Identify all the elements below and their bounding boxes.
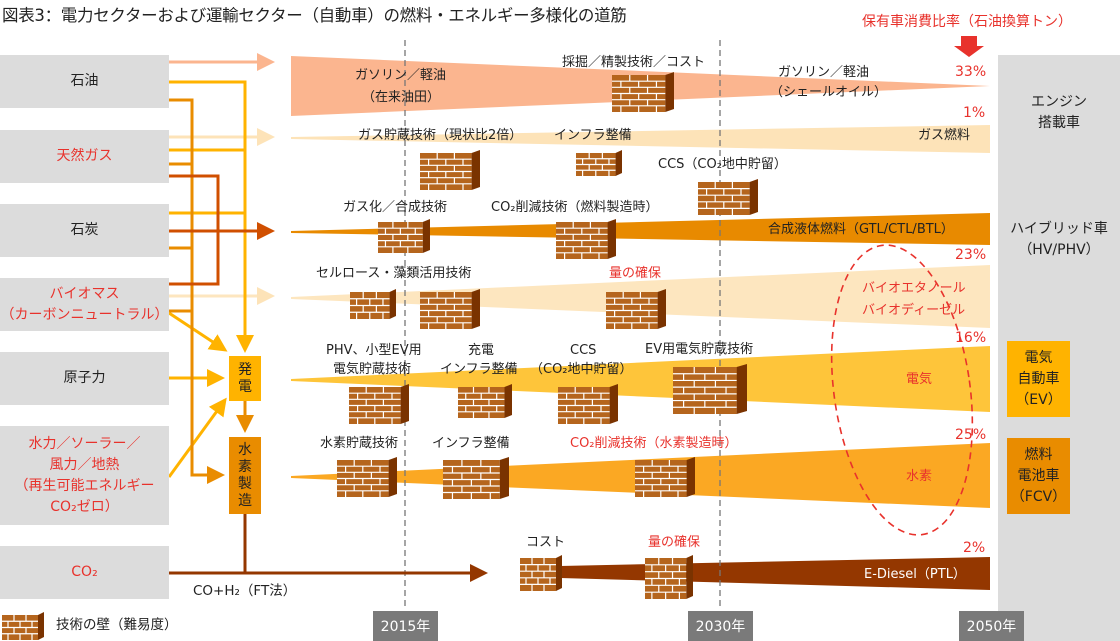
label-ccs-2a: CCS bbox=[570, 343, 597, 358]
line-to-power bbox=[169, 80, 254, 353]
share-ediesel: 2% bbox=[963, 540, 986, 556]
label-shale-1: ガソリン／軽油 bbox=[778, 65, 870, 80]
share-electric: 16% bbox=[955, 330, 987, 346]
label-hydrogen: 水素 bbox=[906, 469, 933, 484]
technology-wall-icon bbox=[349, 384, 409, 424]
technology-wall-icon bbox=[420, 150, 480, 190]
label-h2-co2: CO₂削減技術（水素製造時） bbox=[570, 436, 738, 451]
band-gas bbox=[291, 125, 990, 153]
label-h2-storage: 水素貯蔵技術 bbox=[320, 436, 399, 451]
label-electric: 電気 bbox=[906, 372, 933, 387]
label-h2-infra: インフラ整備 bbox=[432, 436, 510, 451]
label-phv-1: PHV、小型EV用 bbox=[326, 343, 422, 358]
label-cellulose: セルロース・藻類活用技術 bbox=[316, 266, 472, 281]
ft-label: CO+H₂（FT法） bbox=[193, 583, 297, 599]
year-2050: 2050年 bbox=[959, 611, 1024, 641]
technology-wall-icon bbox=[443, 457, 509, 499]
technology-wall-icon bbox=[458, 384, 512, 418]
label-oil-1: ガソリン／軽油 bbox=[355, 68, 447, 83]
connector bbox=[167, 397, 227, 478]
label-ccs-2b: （CO₂地中貯留） bbox=[530, 362, 633, 377]
connector bbox=[168, 311, 228, 352]
label-charge-2: インフラ整備 bbox=[440, 362, 518, 377]
source-natural-gas: 天然ガス bbox=[0, 130, 169, 183]
technology-wall-icon bbox=[556, 219, 616, 259]
legend-wall-label: 技術の壁（難易度） bbox=[56, 617, 178, 633]
share-hydrogen: 25% bbox=[955, 427, 987, 443]
label-ev-storage: EV用電気貯蔵技術 bbox=[645, 342, 754, 357]
label-bio-quantity: 量の確保 bbox=[609, 266, 662, 281]
label-gasify: ガス化／合成技術 bbox=[343, 200, 448, 215]
source-renewables: 水力／ソーラー／ 風力／地熱 （再生可能エネルギー CO₂ゼロ） bbox=[0, 426, 169, 525]
year-2030: 2030年 bbox=[688, 611, 753, 641]
legend-wall-icon bbox=[2, 612, 44, 640]
source-oil: 石油 bbox=[0, 55, 169, 108]
technology-wall-icon bbox=[520, 555, 562, 591]
label-ediesel: E-Diesel（PTL） bbox=[864, 567, 966, 582]
technology-wall-icon bbox=[558, 384, 618, 424]
share-oil: 33% bbox=[955, 64, 987, 80]
label-bioethanol: バイオエタノール bbox=[862, 281, 966, 296]
vehicle-engine: エンジン 搭載車 bbox=[1031, 94, 1087, 131]
label-oil-wall: 採掘／精製技術／コスト bbox=[562, 55, 706, 70]
label-ediesel-quantity: 量の確保 bbox=[648, 535, 701, 550]
label-oil-2: （在来油田） bbox=[362, 90, 441, 105]
technology-wall-icon bbox=[606, 289, 666, 329]
technology-wall-icon bbox=[635, 457, 695, 497]
vehicle-ev: 電気 自動車 （EV） bbox=[1007, 341, 1070, 417]
vehicle-hybrid: ハイブリッド車 （HV/PHV） bbox=[1010, 221, 1108, 258]
share-bio: 23% bbox=[955, 247, 987, 263]
vehicle-fcv: 燃料 電池車 （FCV） bbox=[1007, 438, 1070, 514]
highlight-ellipse bbox=[830, 244, 974, 536]
technology-wall-icon bbox=[350, 289, 396, 319]
year-2015: 2015年 bbox=[373, 611, 438, 641]
power-generation-box: 発 電 bbox=[229, 356, 261, 401]
label-cost: コスト bbox=[526, 535, 566, 550]
technology-wall-icon bbox=[698, 179, 758, 215]
source-nuclear: 原子力 bbox=[0, 352, 169, 405]
label-gas-storage: ガス貯蔵技術（現状比2倍） bbox=[358, 128, 523, 143]
label-biodiesel: バイオディーゼル bbox=[862, 303, 966, 318]
page-title: 図表3：電力セクターおよび運輸セクター（自動車）の燃料・エネルギー多様化の道筋 bbox=[2, 6, 627, 25]
line-to-hydrogen bbox=[169, 98, 225, 484]
technology-wall-icon bbox=[612, 72, 674, 112]
source-co2: CO₂ bbox=[0, 546, 169, 599]
band-electric bbox=[291, 346, 990, 412]
technology-wall-icon bbox=[378, 219, 430, 253]
label-shale-2: （シェールオイル） bbox=[770, 85, 888, 100]
label-co2-fuel: CO₂削減技術（燃料製造時） bbox=[491, 200, 659, 215]
label-phv-2: 電気貯蔵技術 bbox=[333, 362, 412, 377]
source-biomass: バイオマス （カーボンニュートラル） bbox=[0, 278, 169, 331]
label-ccs-1: CCS（CO₂地中貯留） bbox=[658, 157, 787, 172]
source-coal: 石炭 bbox=[0, 204, 169, 257]
arrow-down-icon bbox=[954, 36, 984, 57]
consumption-share-note: 保有車消費比率（石油換算トン） bbox=[862, 14, 1072, 30]
label-gas-fuel: ガス燃料 bbox=[918, 128, 971, 143]
label-gas-infra: インフラ整備 bbox=[554, 128, 632, 143]
label-liquid-fuel: 合成液体燃料（GTL/CTL/BTL） bbox=[768, 222, 954, 237]
band-liquid bbox=[291, 213, 990, 245]
label-charge-1: 充電 bbox=[468, 343, 495, 358]
share-gas: 1% bbox=[963, 105, 986, 121]
technology-wall-icon bbox=[576, 150, 622, 176]
technology-wall-icon bbox=[420, 289, 480, 329]
technology-wall-icon bbox=[673, 364, 747, 414]
technology-wall-icon bbox=[337, 457, 397, 497]
hydrogen-production-box: 水 素 製 造 bbox=[229, 437, 261, 514]
technology-wall-icon bbox=[645, 555, 693, 599]
